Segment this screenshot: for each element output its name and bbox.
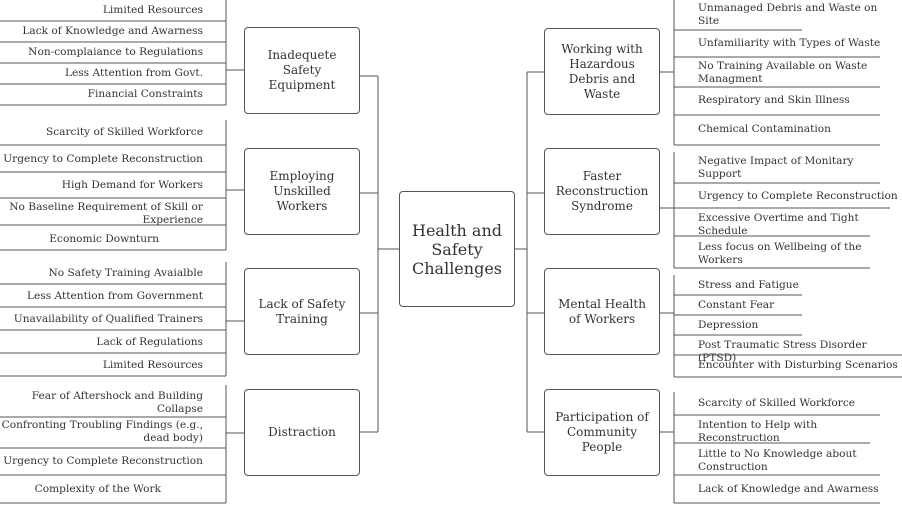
category-right-1: Faster Reconstruction Syndrome	[544, 148, 660, 235]
category-left-0: Inadequete Safety Equipment	[244, 27, 360, 114]
category-label: Distraction	[268, 425, 336, 439]
cause-item: Non-complaiance to Regulations	[28, 46, 203, 58]
cause-item: Negative Impact of Monitary Support	[698, 155, 854, 180]
category-label: Employing Unskilled Workers	[269, 169, 335, 213]
cause-item: Post Traumatic Stress Disorder (PTSD)	[698, 339, 867, 364]
cause-item: No Safety Training Avaialble	[48, 267, 203, 279]
cause-item: Unfamiliarity with Types of Waste	[698, 37, 881, 49]
cause-item: Urgency to Complete Reconstruction	[3, 153, 203, 165]
cause-item: Financial Constraints	[87, 88, 203, 100]
cause-item: Excessive Overtime and Tight Schedule	[698, 212, 859, 237]
cause-item: High Demand for Workers	[61, 179, 203, 191]
cause-item: Constant Fear	[698, 299, 775, 311]
cause-item: Less Attention from Government	[27, 290, 203, 302]
cause-item: Urgency to Complete Reconstruction	[698, 190, 898, 202]
cause-item: Depression	[698, 319, 759, 331]
cause-item: Scarcity of Skilled Workforce	[698, 397, 856, 409]
category-right-0: Working with Hazardous Debris and Waste	[544, 28, 660, 115]
cause-item: Less focus on Wellbeing of the Workers	[698, 241, 862, 266]
cause-item: Stress and Fatigue	[698, 279, 799, 291]
cause-item: Chemical Contamination	[698, 123, 831, 135]
cause-item: Limited Resources	[102, 359, 203, 371]
cause-item: Economic Downturn	[49, 233, 159, 245]
category-label: Working with Hazardous Debris and Waste	[561, 41, 643, 101]
category-left-3: Distraction	[244, 389, 360, 476]
cause-item: Little to No Knowledge about Constructio…	[698, 448, 857, 473]
cause-item: No Training Available on Waste Managment	[698, 60, 868, 85]
central-topic-label: Health and Safety Challenges	[411, 220, 502, 278]
cause-item: Complexity of the Work	[34, 483, 161, 495]
cause-item: Unmanaged Debris and Waste on Site	[698, 2, 878, 27]
category-label: Lack of Safety Training	[258, 296, 346, 326]
cause-item: Less Attention from Govt.	[64, 67, 203, 79]
cause-item: Respiratory and Skin Illness	[698, 94, 850, 106]
category-label: Participation of Community People	[555, 410, 649, 454]
category-label: Inadequete Safety Equipment	[267, 48, 337, 92]
central-topic: Health and Safety Challenges	[399, 191, 515, 307]
cause-item: Lack of Regulations	[96, 336, 203, 348]
cause-item: Confronting Troubling Findings (e.g., de…	[1, 419, 203, 444]
cause-item: Lack of Knowledge and Awarness	[698, 483, 879, 495]
cause-item: Fear of Aftershock and Building Collapse	[31, 390, 203, 415]
cause-item: Intention to Help with Reconstruction	[698, 419, 818, 444]
category-label: Mental Health of Workers	[558, 296, 646, 326]
cause-item: Encounter with Disturbing Scenarios	[698, 359, 898, 371]
cause-item: Unavailability of Qualified Trainers	[13, 313, 203, 325]
category-left-2: Lack of Safety Training	[244, 268, 360, 355]
category-right-2: Mental Health of Workers	[544, 268, 660, 355]
category-right-3: Participation of Community People	[544, 389, 660, 476]
cause-item: No Baseline Requirement of Skill or Expe…	[9, 201, 203, 226]
cause-item: Urgency to Complete Reconstruction	[3, 455, 203, 467]
cause-item: Limited Resources	[102, 4, 203, 16]
category-left-1: Employing Unskilled Workers	[244, 148, 360, 235]
cause-item: Lack of Knowledge and Awarness	[22, 25, 203, 37]
cause-item: Scarcity of Skilled Workforce	[45, 126, 203, 138]
category-label: Faster Reconstruction Syndrome	[555, 169, 649, 213]
